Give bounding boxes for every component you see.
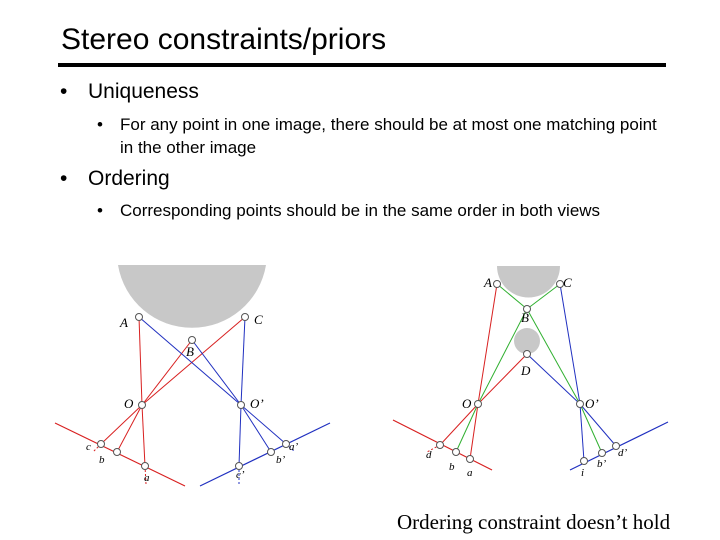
right-object-top — [497, 266, 560, 298]
label-D: D — [520, 363, 531, 378]
label-a-prime: a’ — [289, 441, 299, 453]
sub-bullet-text: Corresponding points should be in the sa… — [120, 201, 601, 220]
sub-bullet-dot: • — [97, 201, 103, 220]
left-object-shape — [118, 265, 266, 328]
label-d-prime: d’ — [618, 447, 628, 459]
left-camera-rays — [100, 316, 246, 467]
right-camera-rays — [526, 283, 617, 462]
label-A: A — [483, 275, 492, 290]
title-underline — [58, 63, 666, 67]
sub-bullet-dot: • — [97, 115, 103, 134]
right-points — [436, 280, 620, 465]
label-O-prime: O’ — [250, 396, 264, 411]
sub-bullet-ordering: • Corresponding points should be in the … — [97, 199, 707, 222]
right-object-circle — [514, 328, 540, 354]
sub-bullet-uniqueness: • For any point in one image, there shou… — [97, 113, 657, 159]
left-camera-rays — [439, 283, 528, 460]
label-A: A — [119, 315, 128, 330]
label-i: i — [581, 467, 584, 479]
bullet-dot: • — [60, 167, 68, 190]
label-b-prime: b’ — [597, 458, 607, 470]
ray-extensions — [426, 444, 441, 453]
left-figure: A B C O O’ c b a c’ b’ a’ — [54, 265, 331, 487]
label-C: C — [563, 275, 572, 290]
green-rays — [455, 283, 603, 454]
bullet-dot: • — [60, 80, 68, 103]
label-b: b — [449, 461, 455, 473]
slide-title: Stereo constraints/priors — [61, 23, 387, 56]
label-a: a — [467, 467, 473, 479]
label-c-prime: c’ — [236, 469, 245, 481]
label-b-prime: b’ — [276, 454, 286, 466]
right-image-plane — [199, 422, 331, 487]
label-C: C — [254, 312, 263, 327]
label-O: O — [462, 396, 472, 411]
label-B: B — [521, 310, 529, 325]
bullet-ordering: • Ordering — [60, 166, 170, 192]
label-a: a — [144, 472, 150, 484]
right-figure: A C B D O O’ d b a i b’ d’ — [392, 266, 669, 479]
label-b: b — [99, 454, 105, 466]
bullet-uniqueness: • Uniqueness — [60, 79, 199, 105]
sub-bullet-text: For any point in one image, there should… — [120, 115, 657, 157]
label-O: O — [124, 396, 134, 411]
ray-extensions — [92, 443, 295, 485]
label-d: d — [426, 449, 432, 461]
bullet-label: Ordering — [88, 167, 170, 190]
right-camera-rays — [138, 316, 287, 467]
label-O-prime: O’ — [585, 396, 599, 411]
left-points — [97, 313, 290, 470]
bullet-label: Uniqueness — [88, 80, 199, 103]
label-c: c — [86, 441, 91, 453]
figure-caption: Ordering constraint doesn’t hold — [397, 510, 671, 534]
label-B: B — [186, 344, 194, 359]
